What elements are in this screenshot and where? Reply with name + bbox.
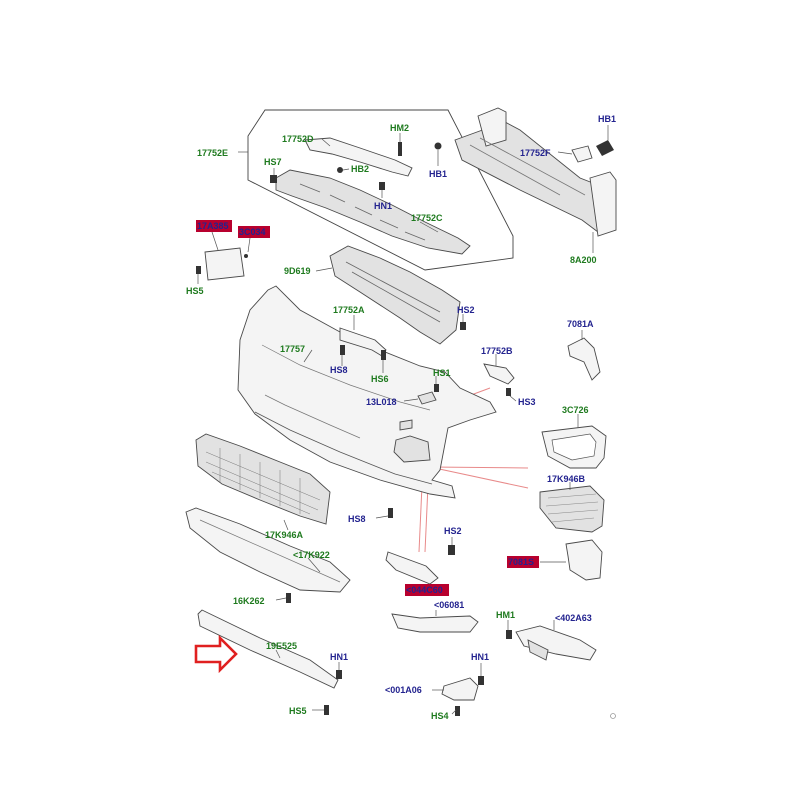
clip-HS4 [455, 706, 460, 716]
label-402A63: <402A63 [555, 613, 592, 623]
label-HS8-lower: HS8 [348, 514, 366, 524]
label-HS8-top: HS8 [330, 365, 348, 375]
label-3C726: 3C726 [562, 405, 589, 415]
bolt-HB1-right [596, 125, 614, 156]
label-HN1-right: HN1 [471, 652, 489, 662]
label-HB1-left: HB1 [429, 169, 447, 179]
label-06081: <06081 [434, 600, 464, 610]
label-17K946A: 17K946A [265, 530, 304, 540]
clip-HS3 [506, 388, 511, 396]
label-HS2-top: HS2 [457, 305, 475, 315]
highlight-044C60 [405, 584, 449, 596]
clip-HS6 [381, 350, 386, 360]
label-HS5-top: HS5 [186, 286, 204, 296]
label-17752C: 17752C [411, 213, 443, 223]
label-HS4: HS4 [431, 711, 449, 721]
part-06081-moulding [391, 610, 479, 633]
clip-HS5-lower [324, 705, 329, 715]
nut-HN1-right [478, 676, 484, 685]
label-17752A: 17752A [333, 305, 365, 315]
clip-HS2-lower [448, 545, 455, 555]
label-HS1: HS1 [433, 368, 451, 378]
highlight-7081S [507, 556, 539, 568]
label-HS3: HS3 [518, 397, 536, 407]
part-17757-bumper-cover [237, 285, 497, 499]
absorber-group-frame [247, 109, 514, 271]
part-17K946B-grille-side [539, 482, 605, 533]
label-HS6: HS6 [371, 374, 389, 384]
nut-HS7 [270, 175, 277, 183]
label-001A06: <001A06 [385, 685, 422, 695]
clip-HM1 [506, 630, 512, 639]
highlight-3C034 [238, 226, 270, 238]
part-19E525-strip [197, 609, 339, 689]
label-7081A: 7081A [567, 319, 594, 329]
labels: 17752E 17752D HM2 HS7 HB2 HN1 17752C HB1… [186, 114, 616, 721]
highlight-17A385 [196, 220, 232, 232]
label-044C60: <044C60 [406, 585, 443, 595]
part-402A63-bracket [515, 620, 597, 661]
clip-HS1 [434, 384, 439, 392]
label-17K922: <17K922 [293, 550, 330, 560]
label-HN1-left: HN1 [330, 652, 348, 662]
label-9D619: 9D619 [284, 266, 311, 276]
label-HB1-right: HB1 [598, 114, 616, 124]
label-17757: 17757 [280, 344, 305, 354]
part-3C726-bezel [541, 414, 607, 469]
label-17A385: 17A385 [197, 221, 229, 231]
label-17752E: 17752E [197, 148, 228, 158]
nut-HN1-top [379, 182, 385, 190]
part-13L018-sensor [403, 391, 437, 405]
part-17752C-absorber [275, 169, 471, 255]
label-3C034: 3C034 [239, 227, 266, 237]
part-17K946A-lower-grille [195, 433, 331, 531]
bolt-HM2 [398, 142, 402, 156]
part-16K262-lower-panel [185, 507, 351, 603]
label-17752D: 17752D [282, 134, 314, 144]
part-9D619-upper-panel [315, 245, 461, 345]
label-7081S: 7081S [508, 557, 534, 567]
label-HM1: HM1 [496, 610, 515, 620]
part-001A06-bracket [432, 677, 479, 701]
bolt-HB1-left [434, 142, 442, 150]
part-17752B-bracket [483, 354, 515, 385]
part-17752F-bracket [557, 145, 593, 163]
part-17752D-reinforcement [304, 137, 413, 177]
label-16K262: 16K262 [233, 596, 265, 606]
label-HM2: HM2 [390, 123, 409, 133]
label-13L018: 13L018 [366, 397, 397, 407]
part-7081S-cover [540, 539, 603, 581]
label-HS5-lower: HS5 [289, 706, 307, 716]
bolt-HB2 [337, 167, 343, 173]
clip-HS8-lower [388, 508, 393, 518]
part-8A200-beam [454, 107, 617, 253]
label-19E525: 19E525 [266, 641, 297, 651]
red-arrow-icon [194, 634, 238, 674]
label-17752B: 17752B [481, 346, 513, 356]
clip-HS8-top [340, 345, 345, 355]
label-8A200: 8A200 [570, 255, 597, 265]
label-17752F: 17752F [520, 148, 551, 158]
label-17K946B: 17K946B [547, 474, 586, 484]
nut-HN1-left [336, 670, 342, 679]
label-HS2-lower: HS2 [444, 526, 462, 536]
label-HS7: HS7 [264, 157, 282, 167]
part-17A385-plate-bracket [196, 231, 251, 284]
clip-HS2-top [460, 322, 466, 330]
part-7081A-bracket [567, 330, 601, 381]
label-HB2: HB2 [351, 164, 369, 174]
label-HN1-top: HN1 [374, 201, 392, 211]
corner-mark [610, 713, 616, 719]
highlight-leader-lines [418, 387, 529, 553]
